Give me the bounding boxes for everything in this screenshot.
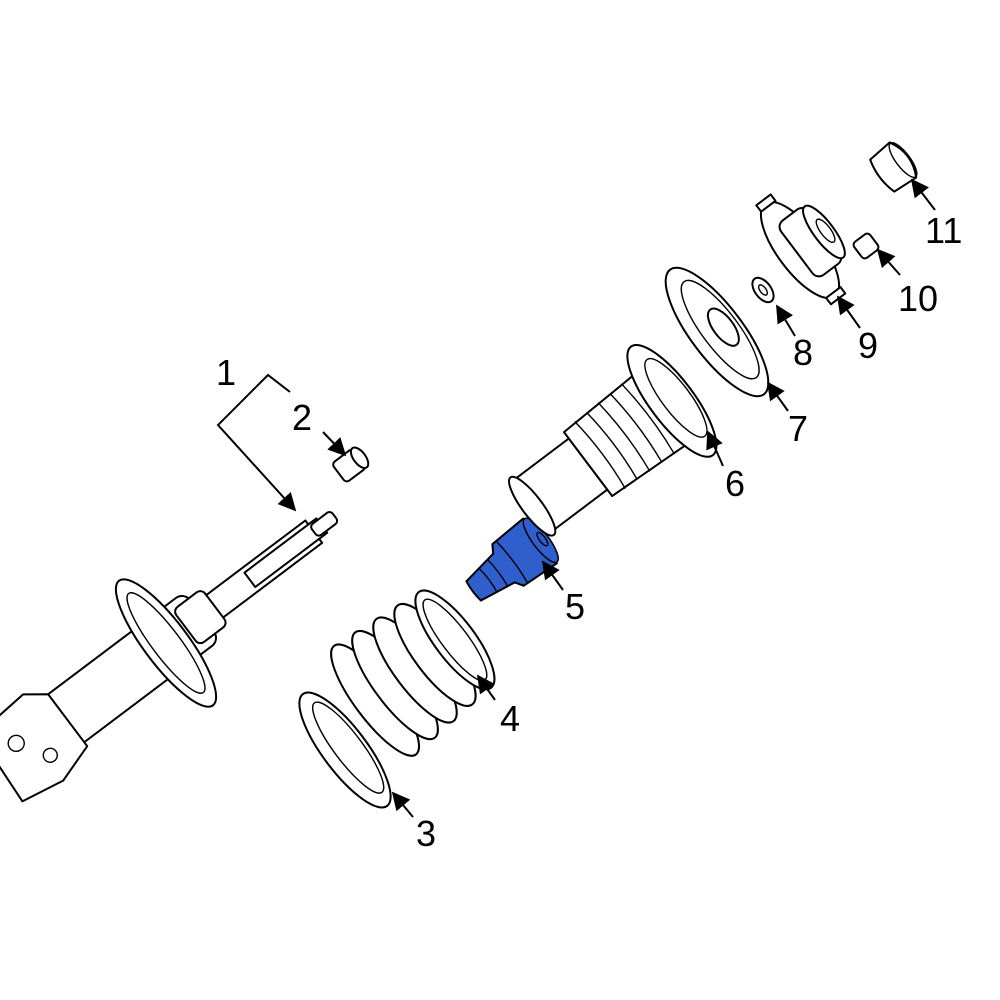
callout-2-arrow: [322, 431, 347, 457]
callout-2: 2: [292, 397, 312, 438]
coil-spring[interactable]: [318, 574, 512, 767]
strut-assembly[interactable]: [0, 454, 381, 832]
callout-1-bracket: [216, 373, 297, 512]
callout-3: 3: [416, 813, 436, 854]
callout-9: 9: [858, 325, 878, 366]
callout-11-arrow: [910, 178, 936, 211]
callout-6: 6: [725, 463, 745, 504]
dust-boot[interactable]: [483, 333, 730, 566]
callout-10-arrow: [876, 248, 901, 276]
callout-4-arrow: [476, 674, 496, 701]
cap[interactable]: [867, 138, 922, 195]
callout-5-arrow: [541, 560, 564, 591]
nut-part-10[interactable]: [852, 232, 880, 260]
callout-7: 7: [788, 408, 808, 449]
callout-8: 8: [793, 332, 813, 373]
callout-3-arrow: [391, 791, 414, 818]
callout-8-arrow: [776, 304, 796, 337]
upper-spring-seat[interactable]: [649, 254, 784, 410]
callout-9-arrow: [836, 295, 861, 329]
callout-10: 10: [898, 278, 938, 319]
callout-11: 11: [925, 210, 962, 251]
bump-stop[interactable]: [456, 513, 564, 614]
callout-1: 1: [216, 352, 236, 393]
callout-7-arrow: [766, 381, 789, 412]
nut-part-2[interactable]: [332, 445, 372, 483]
lower-spring-seat[interactable]: [285, 681, 404, 819]
washer[interactable]: [748, 274, 778, 306]
callout-6-arrow: [706, 430, 724, 467]
callout-4: 4: [500, 698, 520, 739]
strut-mount[interactable]: [745, 176, 869, 312]
callout-5: 5: [565, 586, 585, 627]
